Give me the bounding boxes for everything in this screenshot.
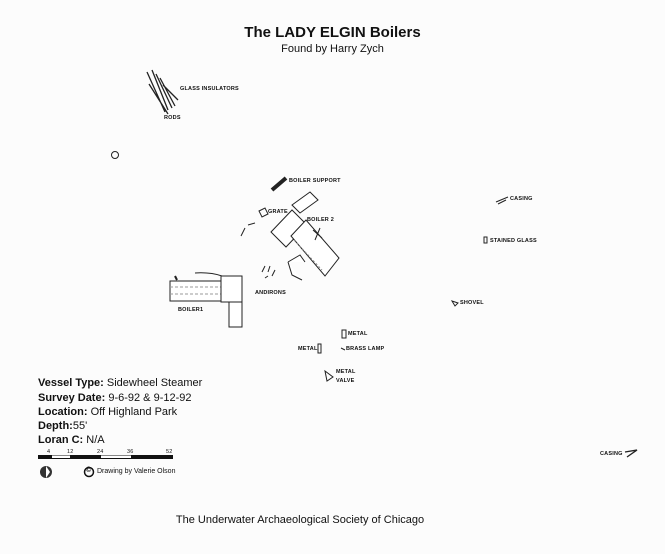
location-label: Location: xyxy=(38,406,88,418)
casing-drawing-2 xyxy=(624,449,638,458)
label-casing: CASING xyxy=(510,196,533,202)
survey-date-label: Survey Date: xyxy=(38,392,106,404)
boiler-1-drawing xyxy=(169,272,243,328)
metal-drawing-2 xyxy=(317,343,322,354)
label-glass-insulators: GLASS INSULATORS xyxy=(180,86,239,92)
label-metal-valve: METAL xyxy=(336,369,356,375)
north-arrow-icon xyxy=(40,466,52,478)
brass-lamp-drawing xyxy=(340,347,346,351)
footer-organization: The Underwater Archaeological Society of… xyxy=(175,514,425,526)
survey-date-value: 9-6-92 & 9-12-92 xyxy=(108,392,192,404)
page-subtitle: Found by Harry Zych xyxy=(281,43,384,55)
drawing-credit: Drawing by Valerie Olson xyxy=(97,468,176,475)
shovel-drawing xyxy=(450,300,459,307)
label-andirons: ANDIRONS xyxy=(255,290,286,296)
boiler-support-drawing xyxy=(270,176,288,192)
scale-tick: 4 xyxy=(47,449,51,455)
copyright-symbol: © xyxy=(86,467,92,474)
copyright-icon xyxy=(83,466,95,478)
rods-drawing xyxy=(146,69,179,115)
page-title: The LADY ELGIN Boilers xyxy=(244,24,421,41)
label-boiler-2: BOILER 2 xyxy=(307,217,334,223)
loran-c: Loran C: N/A xyxy=(38,434,105,446)
label-boiler-1: BOILER1 xyxy=(178,307,204,313)
label-rods: RODS xyxy=(164,115,181,121)
depth: Depth:55' xyxy=(38,420,87,432)
label-valve: VALVE xyxy=(336,378,355,384)
scale-tick: 12 xyxy=(67,449,74,455)
loran-value: N/A xyxy=(86,434,105,446)
vessel-type-value: Sidewheel Steamer xyxy=(106,377,203,389)
scale-tick: 52 xyxy=(166,449,173,455)
label-shovel: SHOVEL xyxy=(460,300,484,306)
boiler-2-drawing xyxy=(270,191,340,281)
valve-drawing xyxy=(324,369,334,382)
circle-marker xyxy=(111,151,119,159)
andirons-drawing xyxy=(261,265,276,279)
scale-bar xyxy=(38,455,173,459)
location-value: Off Highland Park xyxy=(90,406,178,418)
depth-label: Depth: xyxy=(38,420,73,432)
loran-label: Loran C: xyxy=(38,434,84,446)
metal-drawing xyxy=(341,329,347,339)
scale-tick: 24 xyxy=(97,449,104,455)
grate-drawing xyxy=(258,207,269,218)
label-boiler-support: BOILER SUPPORT xyxy=(289,178,341,184)
scale-tick: 36 xyxy=(127,449,134,455)
debris-drawing xyxy=(240,222,256,237)
survey-date: Survey Date: 9-6-92 & 9-12-92 xyxy=(38,392,192,404)
stained-glass-drawing xyxy=(483,236,488,244)
casing-drawing xyxy=(495,196,509,205)
label-metal-2: METAL xyxy=(298,346,318,352)
vessel-type-label: Vessel Type: xyxy=(38,377,104,389)
label-stained-glass: STAINED GLASS xyxy=(490,238,537,244)
label-grate: GRATE xyxy=(268,209,288,215)
location: Location: Off Highland Park xyxy=(38,406,177,418)
vessel-type: Vessel Type: Sidewheel Steamer xyxy=(38,377,202,389)
label-casing-2: CASING xyxy=(600,451,623,457)
depth-value: 55' xyxy=(72,420,88,432)
label-brass-lamp: BRASS LAMP xyxy=(346,346,385,352)
label-metal: METAL xyxy=(348,331,368,337)
